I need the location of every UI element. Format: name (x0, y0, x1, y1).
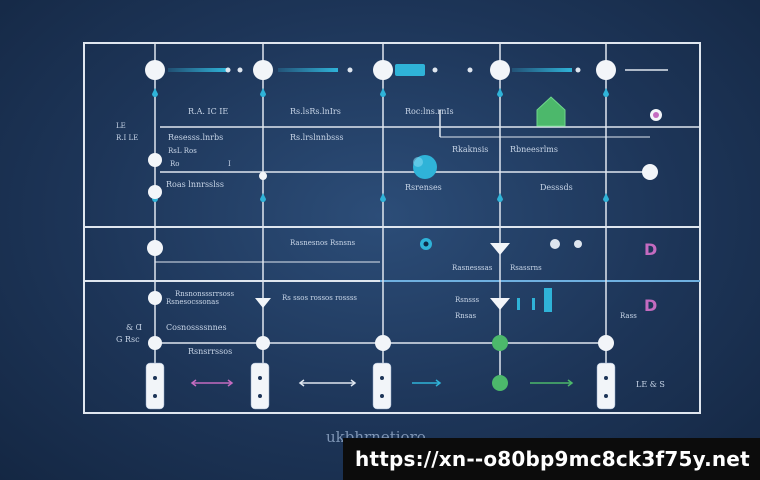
label: Rbneesrlms (510, 145, 558, 154)
label: RsL Ros (168, 147, 197, 155)
label: R.A. IC IE (188, 107, 228, 116)
label: Rs ssos rossos rossss (282, 294, 357, 302)
label: Rs.lsRs.lnIrs (290, 107, 341, 116)
label: Rsrenses (405, 183, 442, 192)
server-icon (372, 362, 392, 410)
funnel-shapes (255, 243, 510, 310)
label: Rasnesnos Rsnsns (290, 239, 355, 247)
top-connectors (168, 64, 668, 76)
label: Rnsnonsssrrsoss (175, 290, 234, 298)
label: LE (116, 122, 126, 130)
label: Rsnsrrssos (188, 347, 232, 356)
server-icon (596, 362, 616, 410)
label: LE & S (636, 380, 665, 389)
node (256, 336, 270, 350)
label: Roas lnnrsslss (166, 180, 224, 189)
label: G Rsc (116, 335, 140, 344)
label: I (228, 160, 231, 168)
top-nodes (145, 60, 616, 80)
node (373, 60, 393, 80)
node (145, 60, 165, 80)
node (148, 185, 162, 199)
label: Rass (620, 312, 637, 320)
letter-d-1: D (644, 240, 657, 259)
label: Desssds (540, 183, 573, 192)
label: & Ɑ (126, 323, 142, 332)
droplet-markers (152, 88, 609, 202)
letter-d-2: D (644, 296, 657, 315)
node (148, 291, 162, 305)
label: Rsnsss (455, 296, 480, 304)
house-icon (536, 96, 566, 127)
server-icon (145, 362, 165, 410)
arrows (190, 379, 574, 387)
horizontal-lines (84, 126, 700, 344)
node (598, 335, 614, 351)
node (490, 60, 510, 80)
node (147, 240, 163, 256)
label: Roc:lns.rnIs (405, 107, 454, 116)
label: R.I LE (116, 134, 138, 142)
label: Resesss.lnrbs (168, 133, 223, 142)
label: Rasnesssas (452, 264, 493, 272)
bar-icon (517, 288, 552, 312)
label: Rkaknsis (452, 145, 488, 154)
node (259, 172, 267, 180)
accent-nodes (413, 112, 659, 391)
vertical-lines (154, 43, 607, 380)
label: Rnsas (455, 312, 477, 320)
node (253, 60, 273, 80)
server-icons (145, 362, 616, 410)
label: Ro (170, 160, 180, 168)
label: Rsassrns (510, 264, 542, 272)
node (148, 153, 162, 167)
diagram-labels: R.A. IC IE Rs.lsRs.lnIrs Roc:lns.rnIs LE… (116, 107, 665, 389)
node (596, 60, 616, 80)
label: Rsnesocssonas (166, 298, 219, 306)
node (148, 336, 162, 350)
server-details (153, 376, 608, 398)
node (642, 164, 658, 180)
middle-nodes (147, 109, 662, 351)
node (375, 335, 391, 351)
label: Cosnossssnnes (166, 323, 227, 332)
server-icon (250, 362, 270, 410)
url-watermark-banner: https://xn--o80bp9mc8ck3f75y.net (343, 438, 760, 480)
label: Rs.lrslnnbsss (290, 133, 343, 142)
